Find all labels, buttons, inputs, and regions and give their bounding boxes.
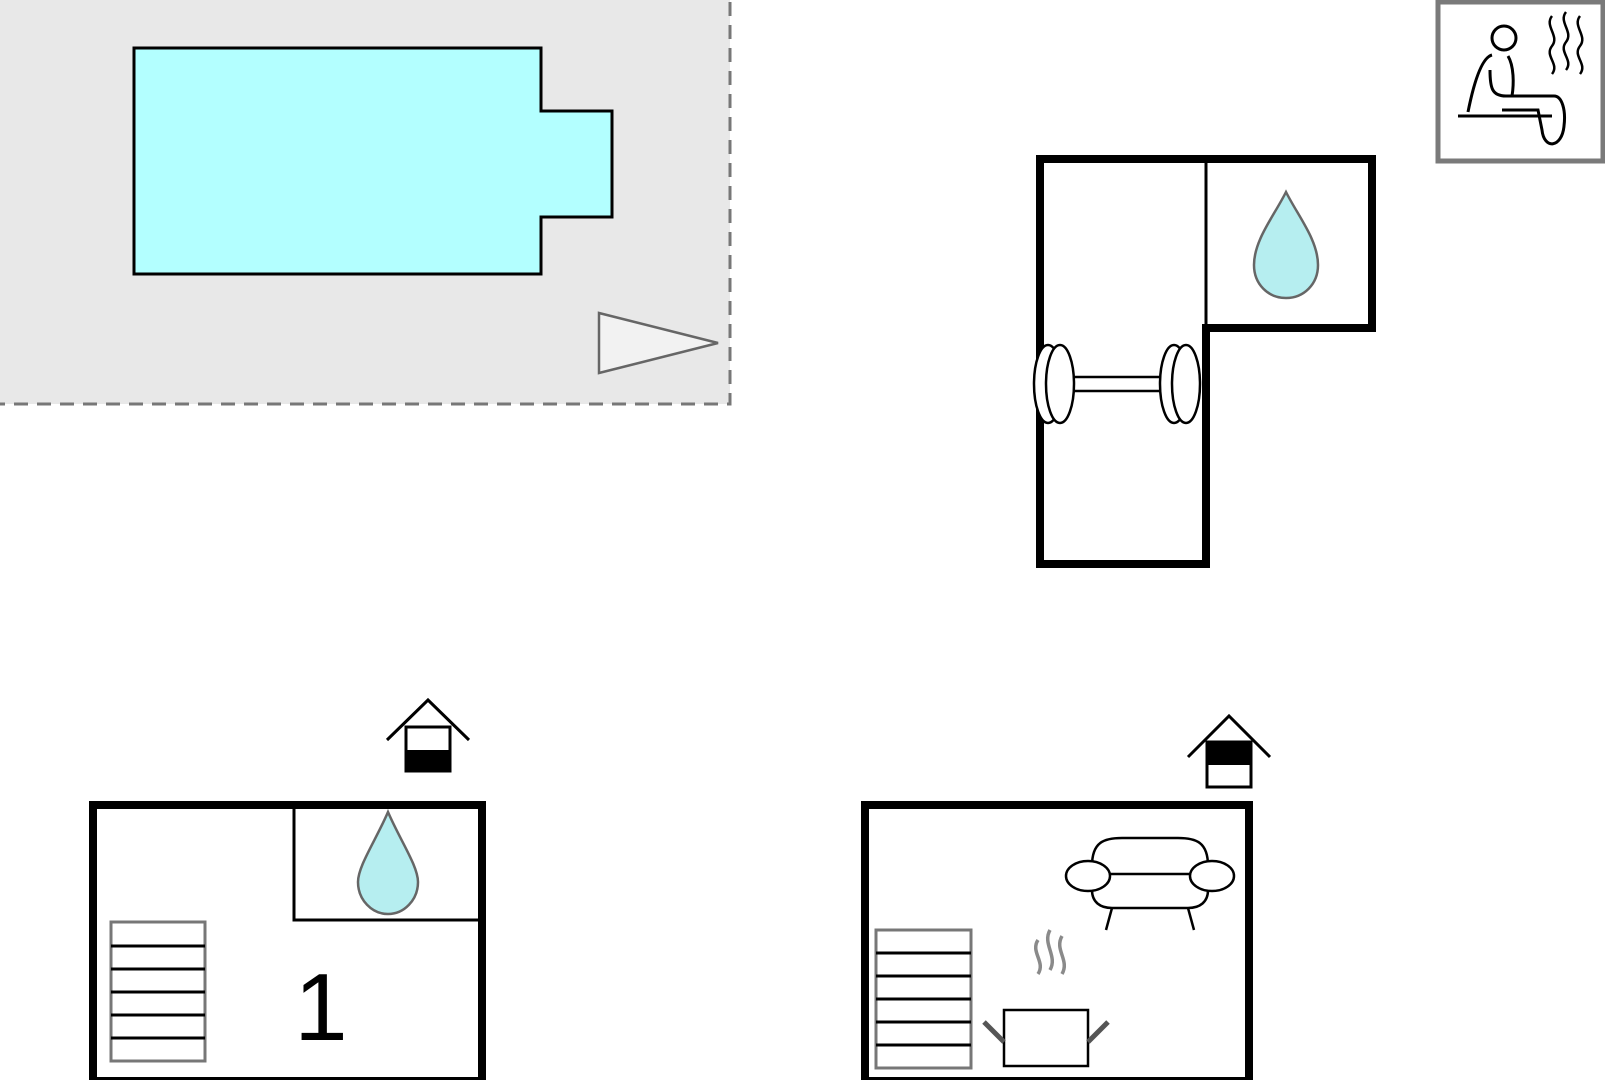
water-drop-icon: [1252, 189, 1320, 300]
house-floor-icon: [385, 697, 471, 773]
pool-terrace: [0, 0, 732, 406]
room-number: 1: [294, 954, 347, 1061]
house-floor-icon: [1186, 713, 1272, 789]
stairs-icon: [874, 928, 973, 1070]
ground-floor-plan: 1: [89, 801, 486, 1080]
sofa-icon: [1064, 836, 1236, 931]
wellness-building: [1032, 155, 1376, 568]
first-floor-plan: [861, 801, 1253, 1080]
direction-triangle-icon: [597, 311, 719, 375]
ground-floor-bathroom-wall: [292, 805, 482, 922]
pool-shape: [132, 46, 614, 276]
sauna-icon: [1435, 0, 1605, 164]
cooking-pot-icon: [982, 929, 1110, 1068]
dumbbell-icon: [1032, 343, 1202, 425]
stairs-icon: [109, 920, 207, 1063]
water-drop-icon: [356, 808, 420, 916]
